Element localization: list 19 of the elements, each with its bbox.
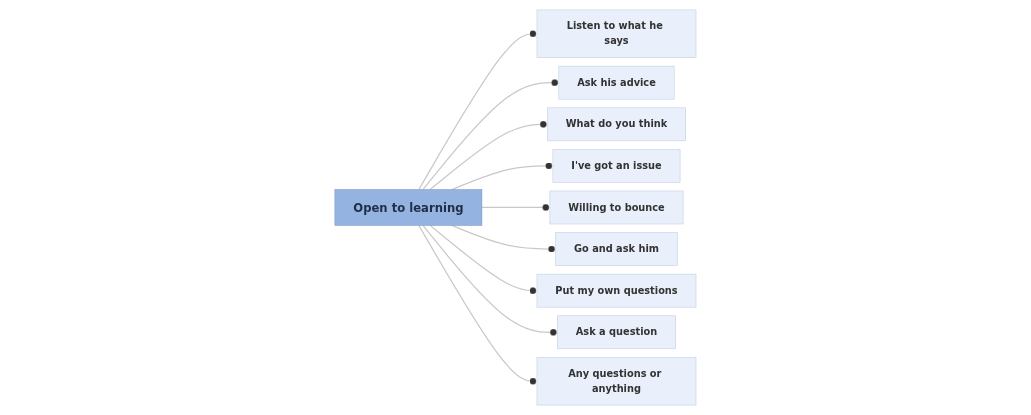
node-box: Listen to what he says — [536, 9, 697, 58]
node-box: Willing to bounce — [549, 190, 684, 225]
node-box: Go and ask him — [555, 232, 678, 266]
node-box: What do you think — [547, 107, 686, 142]
connector — [429, 120, 548, 191]
connector — [451, 224, 557, 253]
node-box: Ask a question — [557, 315, 676, 350]
connector — [418, 224, 538, 385]
connector — [429, 224, 538, 295]
node-box: Any questions or anything — [536, 357, 697, 406]
connector — [422, 79, 560, 191]
node-box: Open to learning — [334, 189, 483, 226]
node-box: Put my own questions — [536, 273, 697, 308]
connector — [418, 30, 538, 191]
connector — [451, 162, 554, 191]
connector — [422, 224, 559, 336]
node-box: I've got an issue — [552, 149, 681, 183]
node-box: Ask his advice — [558, 65, 675, 100]
connector — [481, 203, 551, 212]
